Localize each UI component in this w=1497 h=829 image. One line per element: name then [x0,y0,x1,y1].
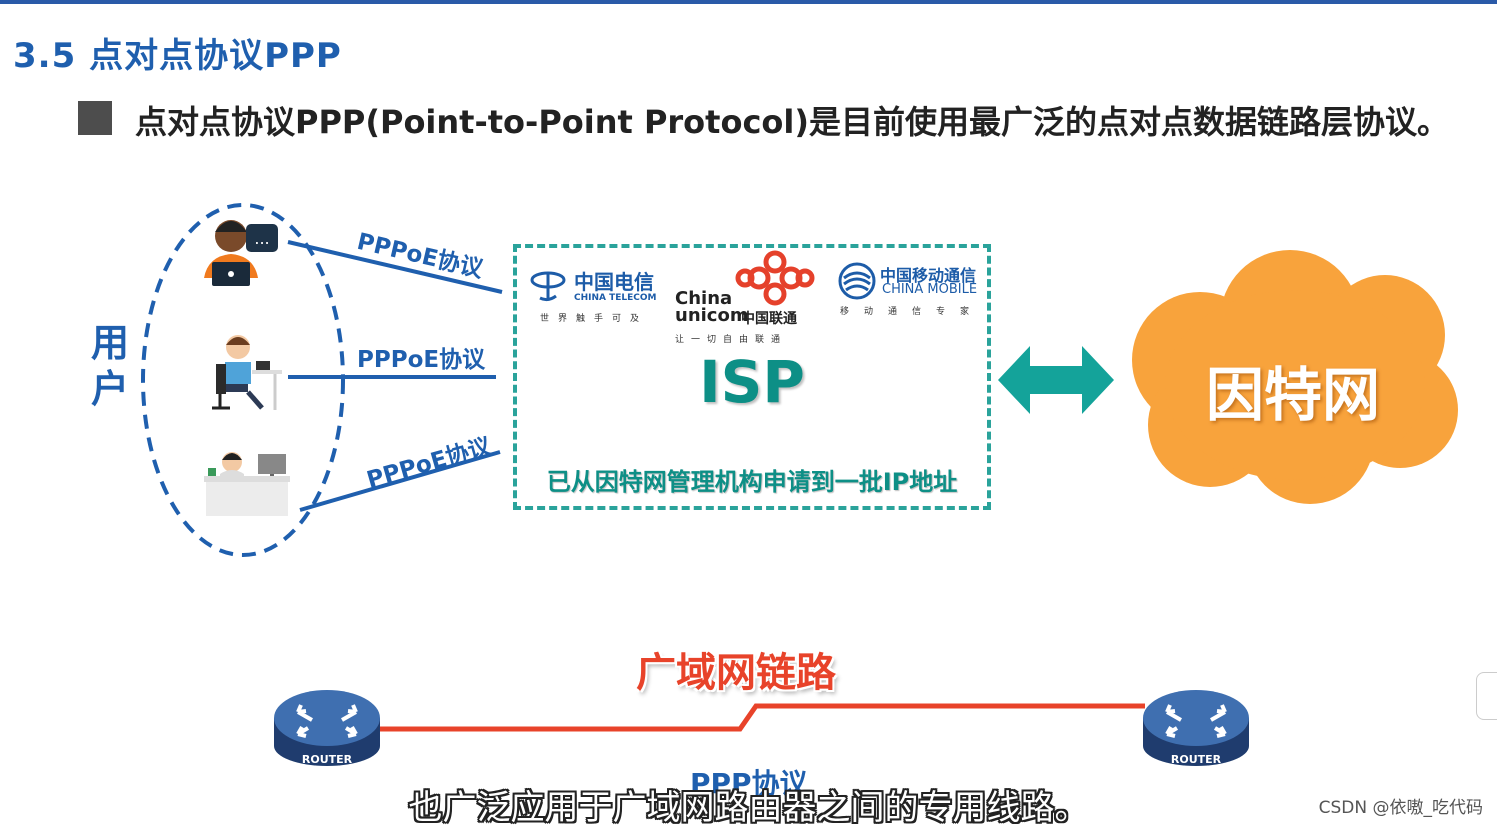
users-label: 用户 [90,321,129,411]
wan-link-line [378,703,1145,732]
internet-cloud-icon [1132,250,1458,504]
unicom-en-1: China [675,288,733,309]
slide-title: 3.5 点对点协议PPP [13,36,342,76]
telecom-cn-name: 中国电信 [574,270,654,294]
ppp-protocol-label: PPP协议 [690,767,808,800]
link-line-1 [287,240,503,294]
link-line-3 [299,450,501,512]
mobile-slogan: 移动通信专家 [840,307,985,317]
router-right-icon: ROUTER [1143,690,1249,766]
user-at-counter-icon [204,452,290,516]
isp-box [513,244,991,510]
unicom-knot-icon [735,250,815,306]
isp-note: 已从因特网管理机构申请到一批IP地址 [546,468,958,496]
unicom-en-2: unicom [675,305,749,326]
side-panel-handle[interactable] [1476,672,1497,720]
top-accent-bar [0,0,1497,4]
unicom-cn-name: 中国联通 [741,311,797,327]
video-subtitle: 也广泛应用于广域网路由器之间的专用线路。 [408,788,1089,828]
user-at-desk-icon [212,335,282,410]
mobile-emblem-icon [838,262,876,300]
router-left-icon: ROUTER [274,690,380,766]
telecom-en-name: CHINA TELECOM [574,293,657,303]
csdn-watermark: CSDN @依嗷_吃代码 [1318,798,1483,818]
telecom-emblem-icon [530,271,566,302]
pppoe-label-2: PPPoE协议 [357,347,486,373]
unicom-slogan: 让一切自由联通 [675,335,788,345]
wan-link-title: 广域网链路 [636,650,836,696]
users-ellipse [141,203,345,557]
telecom-slogan: 世界触手可及 [540,314,649,324]
mobile-cn-name: 中国移动通信 [880,266,977,285]
bullet-text: 点对点协议PPP(Point-to-Point Protocol)是目前使用最广… [135,103,1449,141]
double-arrow-icon [998,346,1114,414]
isp-label: ISP [699,348,805,416]
user-with-laptop-icon: ... [204,220,278,286]
internet-label: 因特网 [1205,361,1380,429]
bullet-square-icon [78,101,112,135]
router-right-label: ROUTER [1171,753,1222,766]
mobile-en-name: CHINA MOBILE [882,282,978,297]
svg-text:...: ... [254,229,269,248]
router-left-label: ROUTER [302,753,353,766]
